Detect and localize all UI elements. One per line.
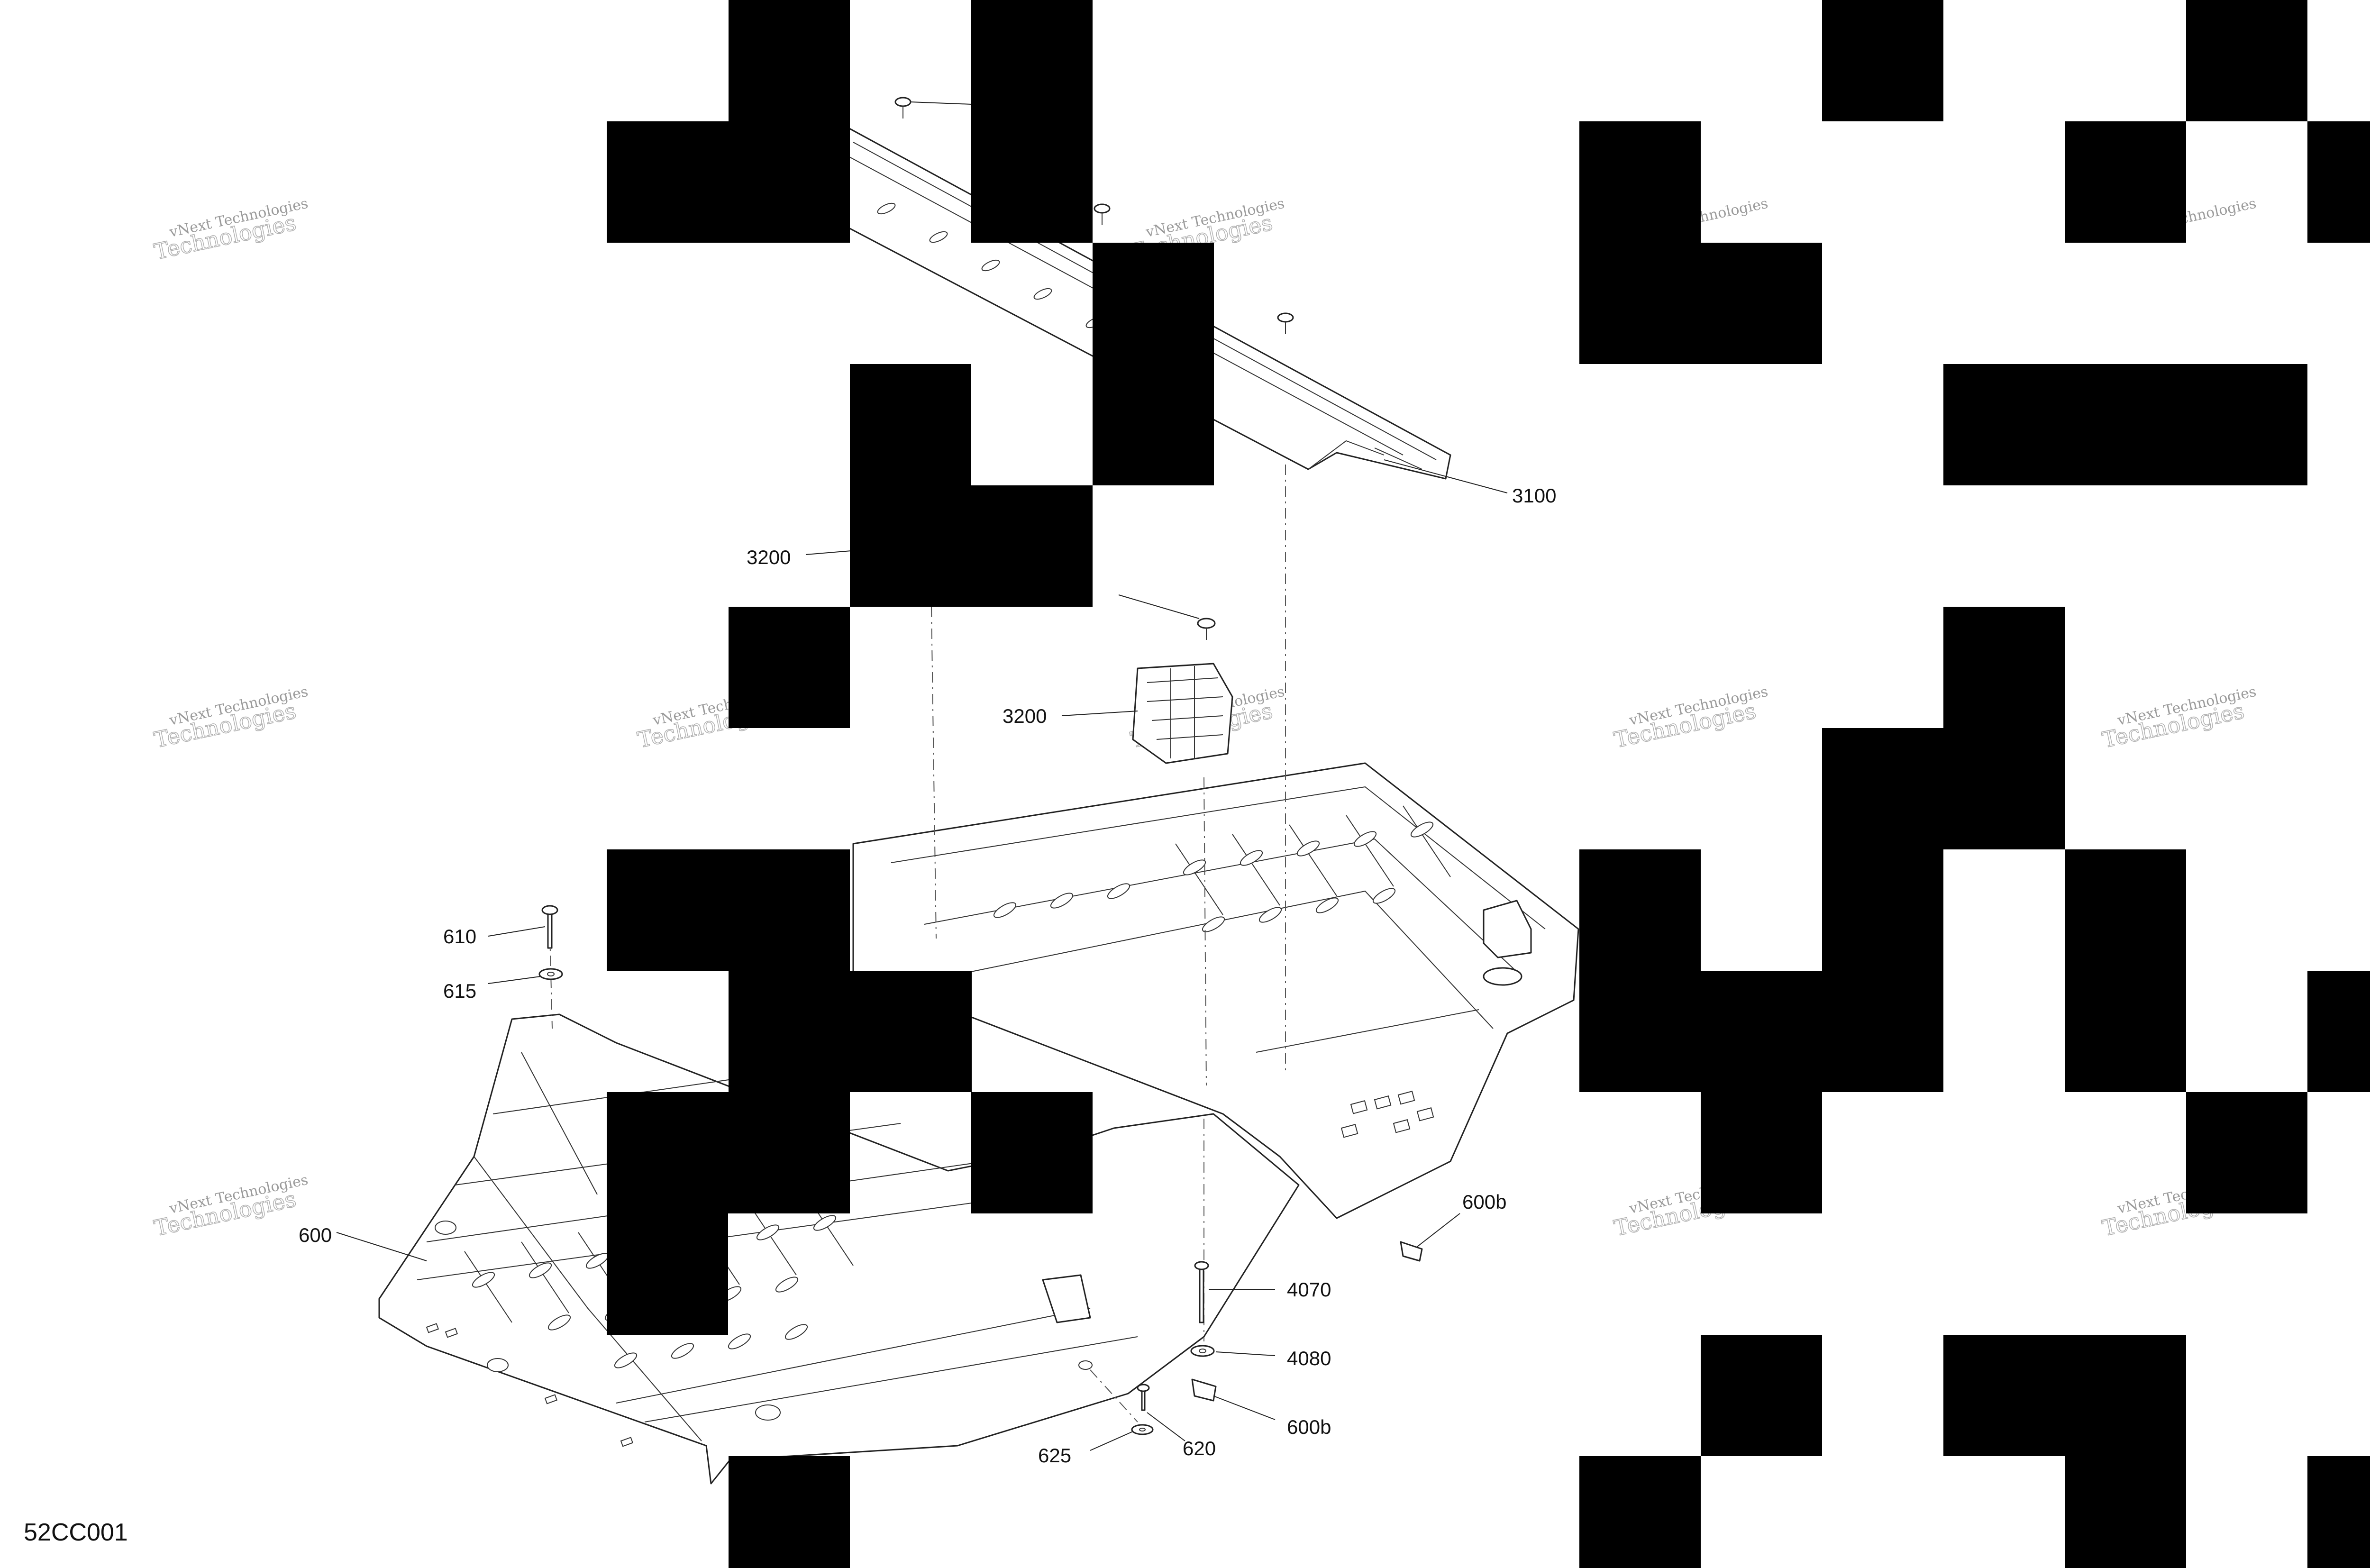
- watermark: vNext Technologies Technologies: [1612, 684, 1770, 753]
- redaction-blocks: [607, 0, 2370, 1568]
- mask-block: [971, 485, 1093, 607]
- mask-block: [607, 121, 850, 243]
- mask-block: [607, 1213, 728, 1335]
- callout-3100: 3100: [1512, 484, 1556, 507]
- plate-tabs: [1340, 1091, 1434, 1138]
- push-rivet-icon: [894, 97, 912, 119]
- callout-625: 625: [1038, 1444, 1071, 1467]
- callout-600: 600: [299, 1224, 332, 1246]
- mask-block: [1579, 121, 1701, 364]
- rail-fasteners: [894, 97, 1294, 334]
- watermark: vNext Technologies Technologies: [152, 195, 310, 265]
- mask-block: [1701, 243, 1822, 364]
- screw-620-icon: [1137, 1384, 1150, 1411]
- mask-block: [729, 0, 850, 121]
- loose-fasteners: [538, 905, 1423, 1435]
- callout-610: 610: [443, 925, 476, 948]
- screw-610-icon: [541, 905, 558, 949]
- assembly-lines: [549, 465, 1286, 1422]
- mask-block: [1943, 364, 2307, 485]
- mask-block: [2065, 1456, 2186, 1568]
- mask-block: [1943, 1335, 2186, 1456]
- mask-block: [2065, 849, 2186, 1092]
- callout-labels: 3100 3200 3200 610 615 600 600b 4070 408…: [299, 484, 1556, 1467]
- mask-block: [1822, 728, 1943, 1092]
- center-bracket: [1118, 594, 1233, 764]
- callout-600b-right: 600b: [1462, 1191, 1506, 1213]
- mask-block: [2307, 121, 2370, 243]
- plate-vents-right: [993, 805, 1451, 932]
- mask-block: [2186, 0, 2307, 121]
- mask-block: [1943, 607, 2065, 849]
- mask-block: [850, 364, 971, 607]
- mask-block: [2065, 121, 2186, 243]
- callout-620: 620: [1183, 1437, 1216, 1459]
- mask-block: [729, 971, 972, 1092]
- mask-block: [1701, 1335, 1822, 1456]
- washer-625-icon: [1131, 1424, 1154, 1435]
- watermark: vNext Technologies Technologies: [152, 1172, 310, 1241]
- mask-block: [2307, 971, 2370, 1092]
- mask-block: [2186, 1092, 2307, 1213]
- mask-block: [1579, 849, 1701, 1092]
- mask-block: [1093, 243, 1214, 485]
- mask-block: [607, 849, 850, 971]
- callout-615: 615: [443, 980, 476, 1002]
- callout-4070: 4070: [1287, 1278, 1331, 1301]
- mask-block: [1701, 971, 1822, 1213]
- mask-block: [729, 607, 850, 728]
- watermark: vNext Technologies Technologies: [2100, 684, 2258, 753]
- callout-4080: 4080: [1287, 1347, 1331, 1369]
- washer-4080-icon: [1190, 1345, 1215, 1357]
- front-lip-holes: [426, 1221, 781, 1447]
- mask-block: [971, 1092, 1093, 1213]
- watermark: vNext Technologies Technologies: [152, 684, 310, 753]
- figure-id: 52CC001: [24, 1519, 128, 1546]
- mask-block: [1579, 1456, 1701, 1568]
- callout-3200-mid: 3200: [1003, 705, 1047, 727]
- push-rivet-icon: [1277, 312, 1294, 334]
- push-rivet-icon: [1094, 203, 1111, 225]
- mask-block: [971, 0, 1093, 243]
- callout-600b-bottom: 600b: [1287, 1416, 1331, 1438]
- screw-4070-icon: [1194, 1261, 1209, 1323]
- clip-600b-icon: [1400, 1241, 1423, 1262]
- mask-block: [2307, 1456, 2370, 1568]
- clip-600b-icon: [1191, 1378, 1217, 1402]
- mask-block: [607, 1092, 850, 1213]
- mask-block: [1822, 0, 1943, 121]
- callout-leaders: [336, 459, 1508, 1451]
- mask-block: [729, 1456, 850, 1568]
- callout-3200-top: 3200: [747, 546, 791, 568]
- washer-615-icon: [538, 968, 563, 980]
